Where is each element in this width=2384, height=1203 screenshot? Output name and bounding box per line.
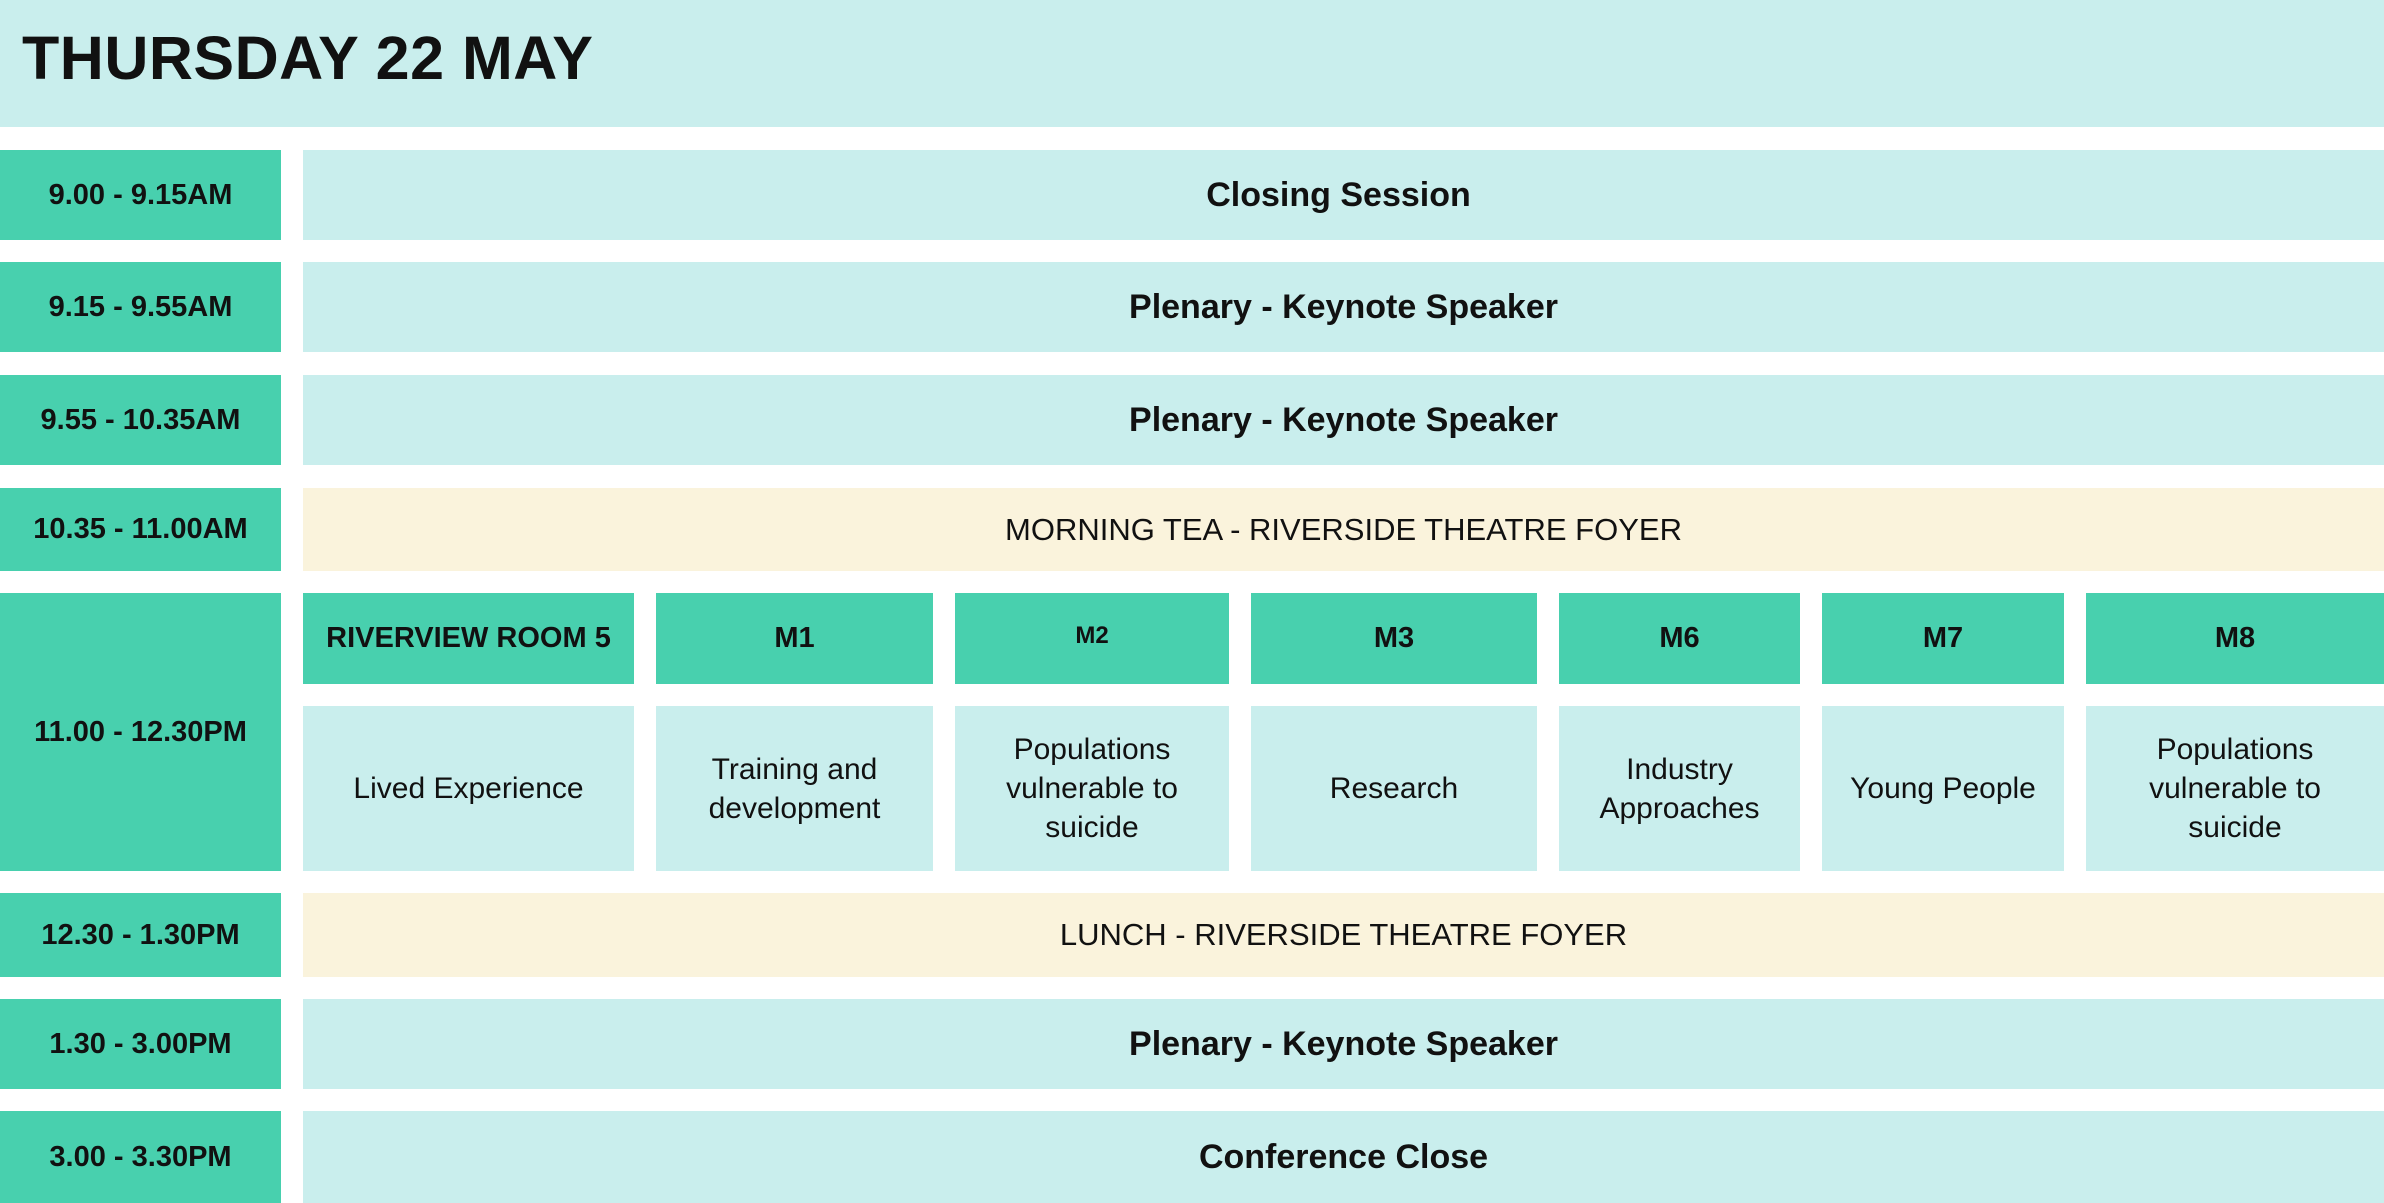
room-header: M7	[1822, 593, 2064, 684]
room-header: M1	[656, 593, 933, 684]
session-cell: Plenary - Keynote Speaker	[303, 375, 2384, 465]
session-topic: Industry Approaches	[1559, 706, 1800, 871]
time-slot: 1.30 - 3.00PM	[0, 999, 281, 1089]
session-topic: Populations vulnerable to suicide	[2086, 706, 2384, 871]
time-slot: 12.30 - 1.30PM	[0, 893, 281, 977]
room-header: RIVERVIEW ROOM 5	[303, 593, 634, 684]
time-slot: 9.00 - 9.15AM	[0, 150, 281, 240]
room-header: M2	[955, 593, 1229, 684]
break-cell: LUNCH - RIVERSIDE THEATRE FOYER	[303, 893, 2384, 977]
session-cell: Closing Session	[303, 150, 2384, 240]
session-topic: Research	[1251, 706, 1537, 871]
time-slot: 9.55 - 10.35AM	[0, 375, 281, 465]
time-slot: 3.00 - 3.30PM	[0, 1111, 281, 1203]
session-topic: Training and development	[656, 706, 933, 871]
room-header: M3	[1251, 593, 1537, 684]
break-cell: MORNING TEA - RIVERSIDE THEATRE FOYER	[303, 488, 2384, 571]
session-topic: Populations vulnerable to suicide	[955, 706, 1229, 871]
session-topic: Lived Experience	[303, 706, 634, 871]
time-slot: 11.00 - 12.30PM	[0, 593, 281, 871]
page-title: THURSDAY 22 MAY	[22, 24, 594, 92]
time-slot: 10.35 - 11.00AM	[0, 488, 281, 571]
room-header: M8	[2086, 593, 2384, 684]
time-slot: 9.15 - 9.55AM	[0, 262, 281, 352]
session-cell: Plenary - Keynote Speaker	[303, 262, 2384, 352]
page-header: THURSDAY 22 MAY	[0, 0, 2384, 127]
room-header: M6	[1559, 593, 1800, 684]
session-cell: Conference Close	[303, 1111, 2384, 1203]
session-cell: Plenary - Keynote Speaker	[303, 999, 2384, 1089]
session-topic: Young People	[1822, 706, 2064, 871]
